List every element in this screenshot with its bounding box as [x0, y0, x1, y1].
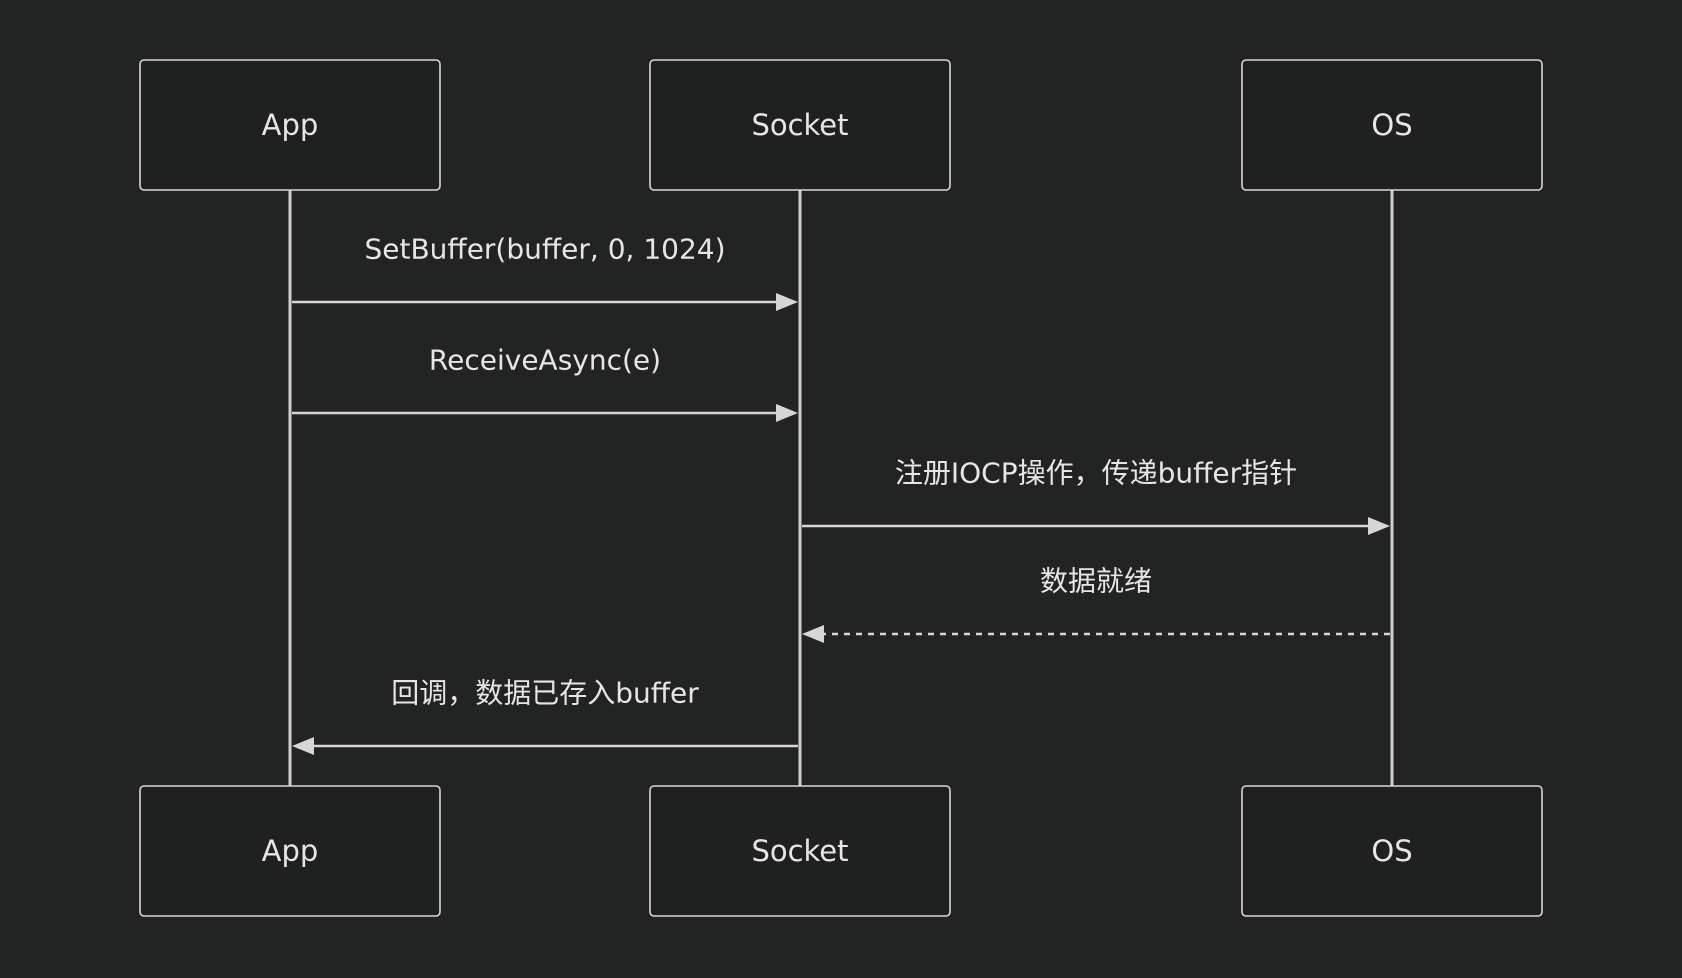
- participant-label: Socket: [751, 834, 848, 868]
- message-2: ReceiveAsync(e): [292, 344, 798, 422]
- participant-socket-bottom: Socket: [649, 785, 951, 917]
- arrowhead-icon: [776, 293, 798, 311]
- participant-os-top: OS: [1241, 59, 1543, 191]
- message-label: 注册IOCP操作，传递buffer指针: [895, 457, 1297, 490]
- participant-label: Socket: [751, 108, 848, 142]
- participant-box: [139, 59, 441, 191]
- participant-box: [649, 785, 951, 917]
- participant-box: [1241, 785, 1543, 917]
- participant-label: OS: [1371, 834, 1412, 868]
- arrowhead-icon: [776, 404, 798, 422]
- participant-label: App: [262, 108, 319, 142]
- message-label: 回调，数据已存入buffer: [391, 677, 699, 710]
- participant-label: OS: [1371, 108, 1412, 142]
- lifelines: [288, 190, 1394, 786]
- message-5: 回调，数据已存入buffer: [292, 677, 798, 755]
- participant-label: App: [262, 834, 319, 868]
- arrowhead-icon: [1368, 517, 1390, 535]
- message-label: 数据就绪: [1040, 565, 1152, 598]
- participant-socket-top: Socket: [649, 59, 951, 191]
- message-label: SetBuffer(buffer, 0, 1024): [364, 233, 725, 266]
- messages: SetBuffer(buffer, 0, 1024) ReceiveAsync(e…: [292, 233, 1390, 755]
- participant-os-bottom: OS: [1241, 785, 1543, 917]
- message-label: ReceiveAsync(e): [429, 344, 661, 377]
- participant-box: [1241, 59, 1543, 191]
- arrowhead-icon: [802, 625, 824, 643]
- participant-box: [139, 785, 441, 917]
- participant-app-top: App: [139, 59, 441, 191]
- message-3: 注册IOCP操作，传递buffer指针: [802, 457, 1390, 535]
- participant-app-bottom: App: [139, 785, 441, 917]
- message-1: SetBuffer(buffer, 0, 1024): [292, 233, 798, 311]
- participant-box: [649, 59, 951, 191]
- arrowhead-icon: [292, 737, 314, 755]
- message-4: 数据就绪: [802, 565, 1390, 643]
